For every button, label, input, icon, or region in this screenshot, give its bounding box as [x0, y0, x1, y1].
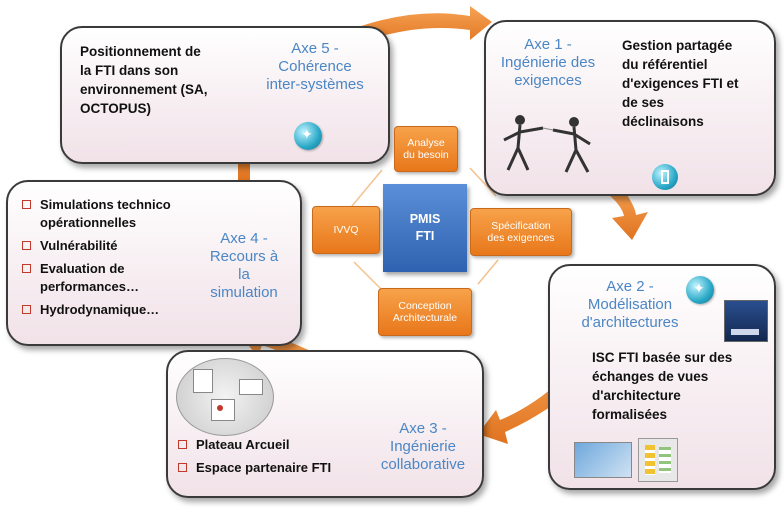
- pmis-fti-box: PMIS FTI: [383, 184, 467, 272]
- software-screenshot-icon: [724, 300, 768, 342]
- axe2-text: ISC FTI basée sur des échanges de vues d…: [592, 350, 733, 422]
- arrow-center-4: [353, 261, 383, 291]
- axe1-text: Gestion partagée du référentiel d'exigen…: [622, 38, 739, 129]
- axe2-box: Axe 2 - Modélisation d'architectures ISC…: [548, 264, 776, 490]
- axe4-box: Simulations technico opérationnelles Vul…: [6, 180, 302, 346]
- ivvq-box: IVVQ: [312, 206, 380, 254]
- axe5-title: Axe 5 - Cohérence inter-systèmes: [266, 40, 364, 93]
- specification-exigences-box: Spécification des exigences: [470, 208, 572, 256]
- arrow-center-1: [351, 169, 383, 207]
- axe2-title: Axe 2 - Modélisation d'architectures: [581, 278, 679, 331]
- arrow-axe1-to-axe2: [608, 185, 648, 240]
- axe4-item: Evaluation de performances…: [22, 260, 192, 296]
- arrow-center-3: [477, 259, 499, 285]
- conception-architecturale-box: Conception Architecturale: [378, 288, 472, 336]
- axe4-item: Hydrodynamique…: [22, 301, 192, 319]
- axe3-item: Plateau Arcueil: [178, 436, 378, 454]
- fencing-figures-icon: [503, 115, 591, 173]
- axe5-text: Positionnement de la FTI dans son enviro…: [80, 44, 208, 116]
- analyse-besoin-box: Analyse du besoin: [394, 126, 458, 172]
- architecture-view-icon: [638, 438, 678, 482]
- axe1-title: Axe 1 - Ingénierie des exigences: [500, 36, 596, 89]
- collaboration-photo-icon: [574, 442, 632, 478]
- axe5-box: Positionnement de la FTI dans son enviro…: [60, 26, 390, 164]
- axe4-list: Simulations technico opérationnelles Vul…: [22, 196, 192, 324]
- axe3-box: Plateau Arcueil Espace partenaire FTI Ax…: [166, 350, 484, 498]
- exit-door-icon: [652, 164, 678, 190]
- axe3-title: Axe 3 - Ingénierie collaborative: [380, 420, 466, 473]
- axe1-box: Axe 1 - Ingénierie des exigences Gestion…: [484, 20, 776, 196]
- axe4-item: Simulations technico opérationnelles: [22, 196, 192, 232]
- axe4-title: Axe 4 - Recours à la simulation: [209, 230, 279, 301]
- star-badge-icon: [294, 122, 322, 150]
- axe4-item: Vulnérabilité: [22, 237, 192, 255]
- axe3-list: Plateau Arcueil Espace partenaire FTI: [178, 436, 378, 482]
- axe3-item: Espace partenaire FTI: [178, 459, 378, 477]
- star-badge-icon: [686, 276, 714, 304]
- platform-diagram-icon: [176, 358, 274, 436]
